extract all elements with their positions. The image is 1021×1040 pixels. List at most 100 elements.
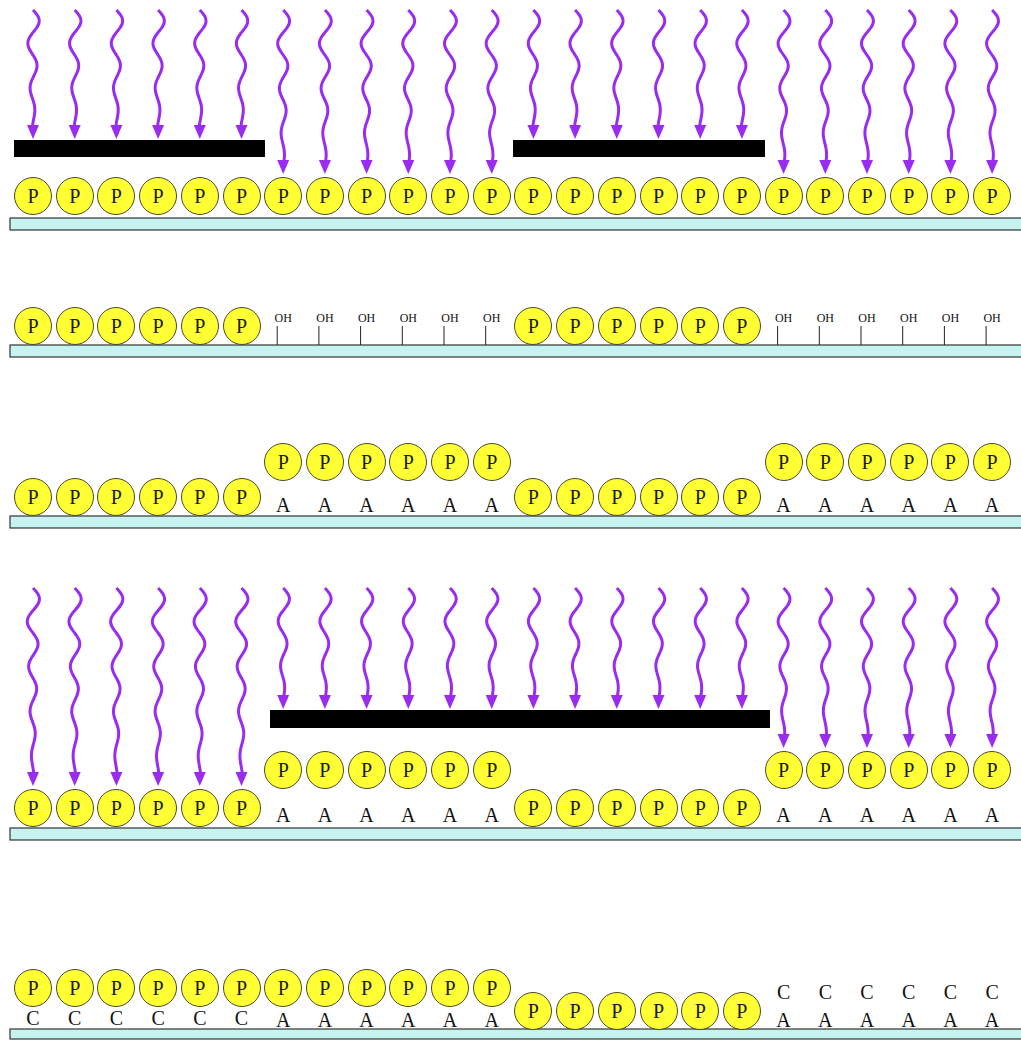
- group-letter: P: [444, 978, 455, 998]
- uv-light-arrow: [277, 588, 289, 709]
- protecting-group-circle: P: [306, 177, 344, 215]
- light-wave: [653, 10, 664, 127]
- protecting-group-circle: P: [181, 478, 219, 516]
- substrate-surface: [10, 345, 1021, 357]
- group-letter: P: [820, 452, 831, 472]
- uv-light-arrow: [903, 10, 915, 174]
- protecting-group-circle: P: [14, 969, 52, 1007]
- light-arrowhead: [903, 160, 915, 174]
- group-letter: P: [695, 487, 706, 507]
- uv-light-arrow: [236, 588, 248, 786]
- nucleotide-label: A: [860, 495, 874, 515]
- uv-light-arrow: [944, 588, 956, 748]
- protecting-group-circle: P: [431, 969, 469, 1007]
- uv-light-arrow: [69, 588, 81, 786]
- light-arrowhead: [903, 734, 915, 748]
- protecting-group-circle: P: [389, 177, 427, 215]
- uv-light-arrow: [277, 10, 289, 174]
- protecting-group-circle: P: [181, 789, 219, 827]
- uv-light-arrow: [694, 588, 706, 709]
- nucleotide-label: A: [401, 495, 415, 515]
- light-arrowhead: [444, 695, 456, 709]
- nucleotide-label: C: [235, 1008, 248, 1028]
- group-letter: P: [861, 760, 872, 780]
- protecting-group-circle: P: [97, 307, 135, 345]
- light-arrowhead: [986, 734, 998, 748]
- protecting-group-circle: P: [931, 177, 969, 215]
- hydroxyl-label: OH: [400, 312, 417, 324]
- protecting-group-circle: P: [514, 177, 552, 215]
- group-letter: P: [945, 760, 956, 780]
- protecting-group-circle: P: [890, 177, 928, 215]
- protecting-group-circle: P: [14, 177, 52, 215]
- hydroxyl-bond: [485, 326, 486, 345]
- group-letter: P: [111, 487, 122, 507]
- protecting-group-circle: P: [264, 751, 302, 789]
- uv-light-arrow: [653, 588, 665, 709]
- group-letter: P: [695, 798, 706, 818]
- nucleotide-label: A: [943, 1010, 957, 1030]
- uv-light-arrow: [236, 10, 248, 139]
- uv-light-arrow: [444, 10, 456, 174]
- hydroxyl-bond: [944, 326, 945, 345]
- hydroxyl-label: OH: [275, 312, 292, 324]
- group-letter: P: [778, 186, 789, 206]
- uv-light-arrow: [402, 10, 414, 174]
- hydroxyl-label: OH: [900, 312, 917, 324]
- nucleotide-label: A: [401, 1010, 415, 1030]
- protecting-group-circle: P: [306, 751, 344, 789]
- light-arrowhead: [986, 160, 998, 174]
- nucleotide-label: A: [484, 1010, 498, 1030]
- light-wave: [778, 588, 790, 736]
- light-wave: [528, 588, 539, 697]
- nucleotide-label: C: [777, 982, 790, 1002]
- group-letter: P: [736, 798, 747, 818]
- uv-light-arrow: [402, 588, 414, 709]
- uv-light-arrow: [527, 10, 539, 139]
- protecting-group-circle: P: [765, 751, 803, 789]
- light-wave: [862, 588, 874, 736]
- protecting-group-circle: P: [681, 992, 719, 1030]
- group-letter: P: [987, 186, 998, 206]
- light-wave: [195, 10, 206, 127]
- protecting-group-circle: P: [640, 992, 678, 1030]
- substrate-surface: [10, 828, 1021, 840]
- uv-light-arrow: [194, 588, 206, 786]
- nucleotide-label: C: [193, 1008, 206, 1028]
- protecting-group-circle: P: [723, 789, 761, 827]
- group-letter: P: [69, 316, 80, 336]
- protecting-group-circle: P: [181, 969, 219, 1007]
- group-letter: P: [653, 186, 664, 206]
- group-letter: P: [319, 760, 330, 780]
- group-letter: P: [653, 798, 664, 818]
- nucleotide-label: A: [359, 1010, 373, 1030]
- protecting-group-circle: P: [139, 307, 177, 345]
- light-arrowhead: [486, 160, 498, 174]
- uv-light-arrow: [986, 10, 998, 174]
- protecting-group-circle: P: [348, 443, 386, 481]
- nucleotide-label: A: [776, 1010, 790, 1030]
- protecting-group-circle: P: [14, 789, 52, 827]
- uv-light-arrow: [319, 588, 331, 709]
- hydroxyl-label: OH: [316, 312, 333, 324]
- group-letter: P: [111, 798, 122, 818]
- photomask: [270, 710, 770, 728]
- protecting-group-circle: P: [598, 177, 636, 215]
- protecting-group-circle: P: [473, 969, 511, 1007]
- protecting-group-circle: P: [97, 177, 135, 215]
- uv-light-arrow: [27, 588, 39, 786]
- hydroxyl-bond: [444, 326, 445, 345]
- protecting-group-circle: P: [598, 992, 636, 1030]
- group-letter: P: [403, 978, 414, 998]
- uv-light-arrow: [486, 588, 498, 709]
- light-wave: [28, 10, 39, 127]
- light-wave: [903, 10, 915, 162]
- protecting-group-circle: P: [556, 992, 594, 1030]
- light-arrowhead: [152, 772, 164, 786]
- light-wave: [820, 588, 832, 736]
- uv-light-arrow: [736, 10, 748, 139]
- photomask: [14, 140, 265, 157]
- protecting-group-circle: P: [389, 969, 427, 1007]
- nucleotide-label: C: [902, 982, 915, 1002]
- uv-light-arrow: [152, 588, 164, 786]
